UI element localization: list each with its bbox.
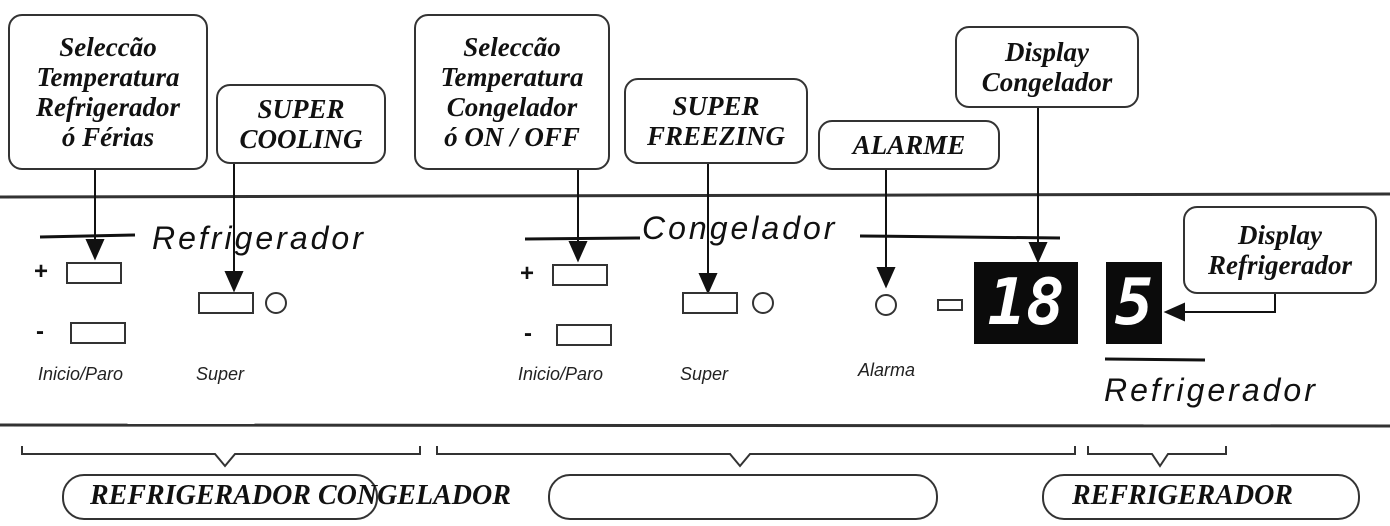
plus-sign: + [34,258,49,285]
callout-line: FREEZING [646,121,786,151]
callout-line: Seleccão [463,32,561,62]
alarm-label: Alarma [858,360,916,380]
refrigerador-inicio-paro-label: Inicio/Paro [38,364,124,384]
congelador-inicio-paro-label: Inicio/Paro [518,364,604,384]
callout-line: Temperatura [36,62,180,92]
super-freezing-label: Super [680,364,729,384]
callout-line: Refrigerador [36,92,180,122]
callout-line: Congelador [981,67,1113,97]
plus-sign: + [520,260,535,287]
callout-line: ALARME [852,130,966,160]
callout-line: ó ON / OFF [444,122,580,152]
bottom-box-refrigerador-display [1042,474,1360,520]
callout-line: Display [1005,37,1089,67]
congelador-section-title: Congelador [642,210,838,246]
refrigerador-section-title: Refrigerador [152,220,366,256]
super-cooling-button[interactable] [198,292,254,314]
minus-sign: - [524,320,532,347]
super-cooling-led [265,292,287,314]
congelador-display-value: 18 [987,266,1065,340]
refrigerador-display-value: 5 [1114,266,1154,340]
refrigerador-display: 5 [1106,262,1162,344]
refrigerador-plus-button[interactable] [66,262,122,284]
bottom-box-congelador [548,474,938,520]
callout-line: COOLING [239,124,363,154]
callout-line: Seleccão [59,32,157,62]
callout-display-congelador: Display Congelador [955,26,1139,108]
callout-line: SUPER [672,91,760,121]
callout-display-refrigerador: Display Refrigerador [1183,206,1377,294]
congelador-plus-button[interactable] [552,264,608,286]
callout-alarme: ALARME [818,120,1000,170]
alarm-led [875,294,897,316]
congelador-display: 18 [974,262,1078,344]
callout-line: Display [1238,220,1322,250]
bottom-label-refrigerador: REFRIGERADOR [1072,480,1293,511]
super-cooling-label: Super [196,364,245,384]
bottom-box-refrigerador [62,474,378,520]
callout-selection-refrigerador: Seleccão Temperatura Refrigerador ó Féri… [8,14,208,170]
bottom-label-refrigerador-congelador: REFRIGERADOR CONGELADOR [90,480,511,511]
callout-line: Congelador [446,92,578,122]
callout-line: Temperatura [440,62,584,92]
callout-super-freezing: SUPER FREEZING [624,78,808,164]
callout-selection-congelador: Seleccão Temperatura Congelador ó ON / O… [414,14,610,170]
refrigerador-display-title: Refrigerador [1104,372,1318,408]
super-freezing-button[interactable] [682,292,738,314]
callout-line: ó Férias [61,122,155,152]
super-freezing-led [752,292,774,314]
callout-super-cooling: SUPER COOLING [216,84,386,164]
callout-line: SUPER [257,94,345,124]
minus-sign: - [36,318,44,345]
callout-line: Refrigerador [1208,250,1352,280]
congelador-minus-button[interactable] [556,324,612,346]
refrigerador-minus-button[interactable] [70,322,126,344]
